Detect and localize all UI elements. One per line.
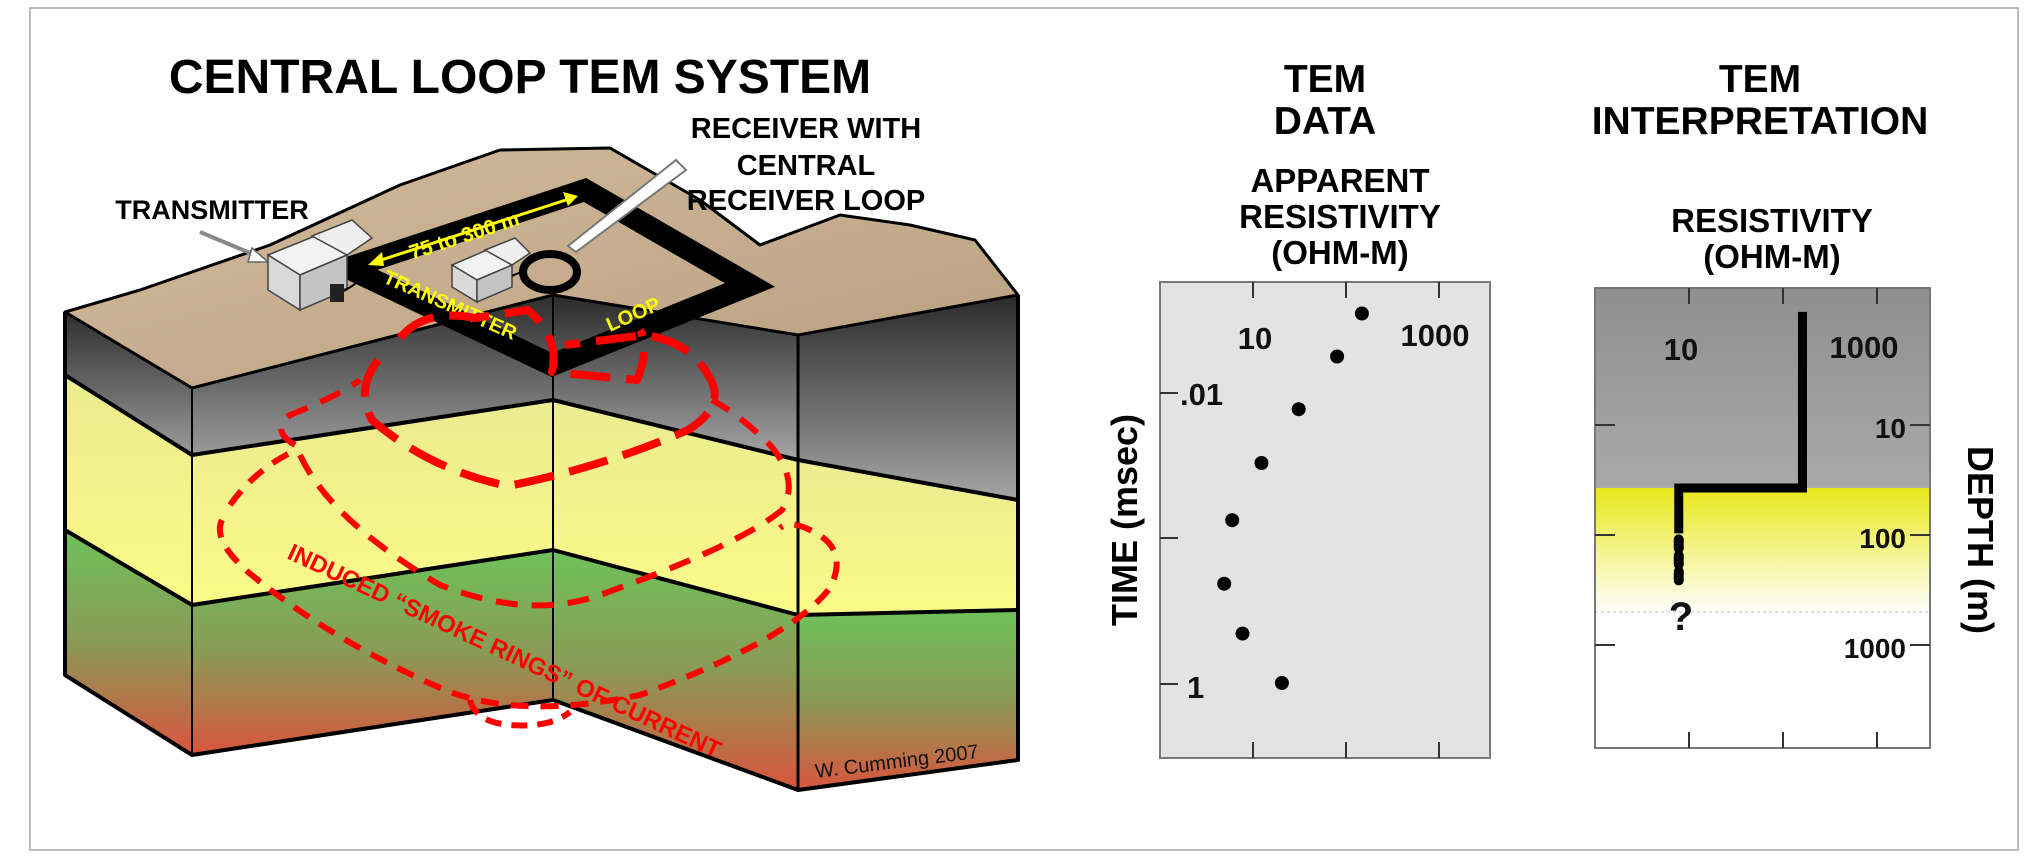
data-point-3 [1291,402,1306,417]
data-y-axis-label: TIME (msec) [1104,414,1145,626]
data-subtitle-line-1: APPARENT [1250,162,1429,199]
data-y-tick-01: .01 [1180,377,1223,412]
interp-title-line-1: TEM [1719,58,1801,101]
tem-interpretation-panel: TEM INTERPRETATION RESISTIVITY (OHM-M) 1… [1592,58,2001,749]
interp-y-axis-label: DEPTH (m) [1960,446,2001,634]
interp-ticks [1595,288,1930,748]
interp-plot-border [1594,287,1931,749]
receiver-label-line-1: RECEIVER WITH [691,113,921,145]
layer-yellow-right-inner [553,400,798,615]
data-y-tick-1: 1 [1187,670,1204,705]
interp-layers [1595,288,1930,613]
layer-boundaries [63,295,1020,792]
data-x-tick-10: 10 [1238,321,1272,356]
data-subtitle-line-2: RESISTIVITY [1239,198,1441,235]
interp-layer-1 [1595,288,1930,488]
interp-subtitle-line-1: RESISTIVITY [1671,202,1873,239]
interp-layer-2 [1595,487,1930,613]
receiver-label-line-2: CENTRAL [737,150,876,182]
interp-x-tick-10: 10 [1664,332,1698,367]
layer-top-right [798,295,1018,500]
data-x-tick-1000: 1000 [1401,318,1470,353]
smoke-rings [216,306,840,729]
data-y-ticks [1160,392,1178,685]
transmitter-box [266,219,374,312]
interp-unknown-marker: ? [1669,595,1693,639]
layer-yellow-right [798,460,1018,615]
interp-depth-tick-1000: 1000 [1844,633,1906,664]
data-point-7 [1235,626,1250,641]
transmitter-pointer [199,230,270,263]
loop-size-dimension [368,192,578,266]
data-point-5 [1225,513,1240,528]
figure-frame [29,7,2019,851]
interp-depth-tick-10: 10 [1875,413,1906,444]
receiver-label-line-3: RECEIVER LOOP [687,185,926,217]
receiver-pointer [566,158,688,254]
interp-subtitle-line-2: (OHM-M) [1703,238,1840,275]
data-subtitle-line-3: (OHM-M) [1271,234,1408,271]
data-title-line-1: TEM [1284,58,1366,101]
layer-bottom-right-inner [553,550,798,790]
receiver-box [450,237,532,304]
data-x-ticks [1252,282,1440,758]
interp-title-line-2: INTERPRETATION [1592,100,1929,143]
diagram-title: CENTRAL LOOP TEM SYSTEM [169,51,871,104]
data-points [1217,306,1369,690]
interp-depth-tick-100: 100 [1859,523,1906,554]
data-point-8 [1274,676,1289,690]
data-title-line-2: DATA [1274,100,1377,143]
layer-yellow-middle [192,400,553,605]
data-point-6 [1217,576,1232,591]
tem-data-panel: TEM DATA APPARENT RESISTIVITY (OHM-M) 10… [1104,58,1491,759]
data-plot-area [1159,281,1491,759]
layer-bottom-right [798,610,1018,790]
block-diagram: 75 to 300 m TRANSMITTER LOOP [63,146,1020,792]
transmitter-label: TRANSMITTER [115,195,308,225]
interp-x-tick-1000: 1000 [1830,330,1899,365]
data-point-2 [1330,349,1345,364]
data-point-4 [1254,456,1269,470]
transmitter-loop [318,178,776,378]
interp-model-line [1674,311,1807,534]
data-point-1 [1354,306,1369,321]
layer-top-left [65,312,192,455]
